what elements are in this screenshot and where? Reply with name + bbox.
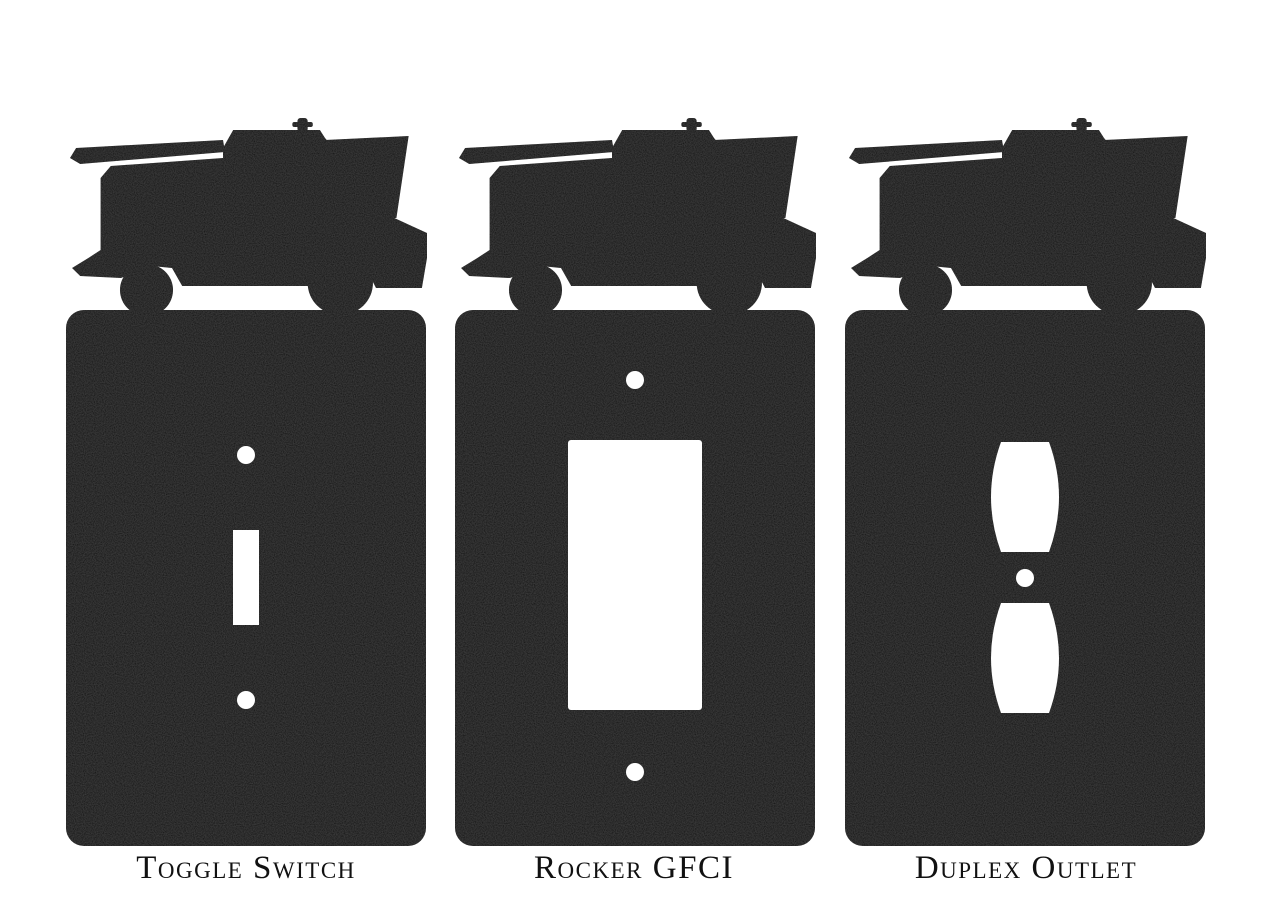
toggle-opening: [233, 530, 259, 625]
caption-duplex-outlet: Duplex Outlet: [914, 850, 1138, 886]
plate-cutouts: [991, 442, 1059, 713]
wall-plate-toggle: [66, 118, 427, 846]
outlet-opening: [991, 603, 1059, 713]
screw-hole: [237, 691, 255, 709]
combine-harvester-icon: [459, 118, 816, 316]
screw-hole: [626, 763, 644, 781]
outlet-opening: [991, 442, 1059, 552]
screw-hole: [237, 446, 255, 464]
rocker-opening: [568, 440, 702, 710]
plate-cutouts: [568, 371, 702, 781]
caption-toggle-switch: Toggle Switch: [136, 850, 356, 886]
plate-cutouts: [233, 446, 259, 709]
caption-rocker-gfci: Rocker GFCI: [534, 850, 734, 886]
screw-hole: [626, 371, 644, 389]
screw-hole: [1016, 569, 1034, 587]
combine-harvester-icon: [849, 118, 1206, 316]
combine-harvester-icon: [70, 118, 427, 316]
